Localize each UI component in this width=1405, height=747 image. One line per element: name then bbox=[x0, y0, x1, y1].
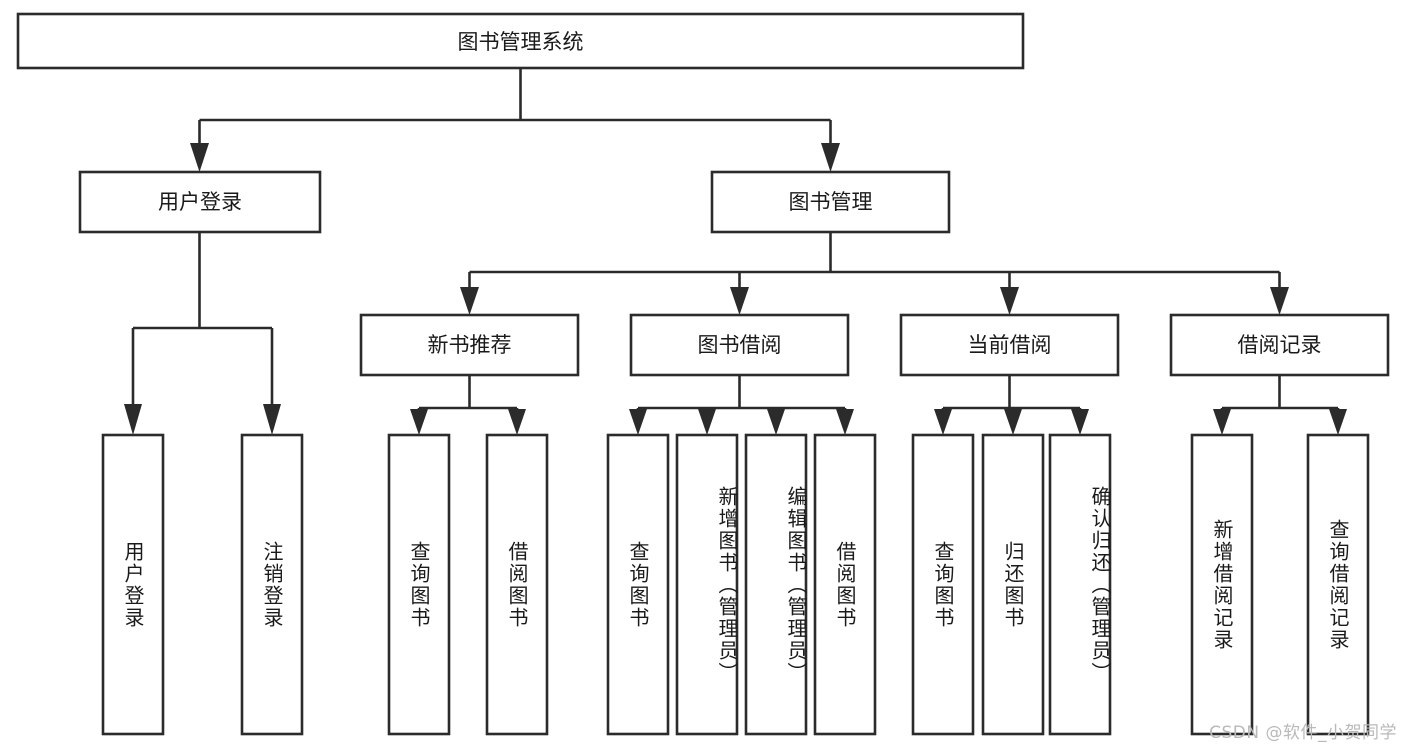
arrow-head-leaf-borrow-book bbox=[836, 409, 854, 435]
arrow-head-leaf-confirm-return-admin bbox=[1071, 409, 1089, 435]
node-root-box[interactable] bbox=[16, 12, 1025, 70]
arrow-head-leaf-user-login bbox=[124, 404, 142, 435]
csdn-watermark: CSDN @软件_小贺同学 bbox=[1209, 723, 1397, 743]
arrow-head-leaf-query-borrow-record bbox=[1329, 409, 1347, 435]
node-new-book-recommend-label: 新书推荐 bbox=[428, 333, 512, 357]
node-leaf-query-book-current-box[interactable] bbox=[911, 433, 975, 736]
arrow-head-leaf-logout bbox=[263, 404, 281, 435]
connector-group-new-book-recommend bbox=[410, 375, 526, 435]
arrow-head-leaf-query-book-new bbox=[410, 409, 428, 435]
node-borrow-record-label: 借阅记录 bbox=[1238, 333, 1322, 357]
arrow-head-leaf-query-book-current bbox=[934, 409, 952, 435]
arrow-head-leaf-borrow-book-new bbox=[508, 409, 526, 435]
node-user-login-label: 用户登录 bbox=[158, 190, 242, 214]
node-leaf-user-login-box[interactable] bbox=[101, 433, 165, 736]
node-leaf-edit-book-admin-box[interactable] bbox=[744, 433, 808, 736]
connector-group-book-borrow bbox=[629, 375, 854, 435]
node-book-manage-box[interactable] bbox=[710, 170, 951, 234]
node-new-book-recommend-box[interactable] bbox=[359, 313, 580, 377]
node-leaf-borrow-book-box[interactable] bbox=[813, 433, 877, 736]
node-borrow-record-box[interactable] bbox=[1169, 313, 1390, 377]
arrow-head-book-manage bbox=[821, 143, 840, 172]
arrow-head-new-book-recommend bbox=[460, 287, 479, 315]
arrow-head-borrow-record bbox=[1270, 287, 1289, 315]
node-book-manage-label: 图书管理 bbox=[789, 190, 873, 214]
node-leaf-confirm-return-admin-box[interactable] bbox=[1048, 433, 1112, 736]
node-book-borrow-label: 图书借阅 bbox=[698, 333, 782, 357]
arrow-head-leaf-add-borrow-record bbox=[1213, 409, 1231, 435]
node-current-borrow-label: 当前借阅 bbox=[968, 333, 1052, 357]
connector-group-book-manage bbox=[460, 232, 1289, 315]
node-leaf-borrow-book-new-box[interactable] bbox=[485, 433, 549, 736]
node-book-borrow-box[interactable] bbox=[629, 313, 850, 377]
connector-group-root bbox=[190, 68, 840, 172]
connector-group-current-borrow bbox=[934, 375, 1089, 435]
node-user-login-box[interactable] bbox=[78, 170, 322, 234]
node-leaf-return-book-box[interactable] bbox=[981, 433, 1045, 736]
node-leaf-add-book-admin-box[interactable] bbox=[675, 433, 739, 736]
node-leaf-logout-box[interactable] bbox=[240, 433, 304, 736]
node-root-label: 图书管理系统 bbox=[458, 30, 584, 54]
arrow-head-book-borrow bbox=[730, 287, 749, 315]
arrow-head-user-login bbox=[190, 143, 209, 172]
node-current-borrow-box[interactable] bbox=[899, 313, 1120, 377]
node-leaf-query-book-borrow-box[interactable] bbox=[606, 433, 670, 736]
arrow-head-current-borrow bbox=[1000, 287, 1019, 315]
arrow-head-leaf-add-book-admin bbox=[698, 409, 716, 435]
node-leaf-query-borrow-record-box[interactable] bbox=[1306, 433, 1370, 736]
arrow-head-leaf-query-book-borrow bbox=[629, 409, 647, 435]
arrow-head-leaf-return-book bbox=[1004, 409, 1022, 435]
connector-group-user-login bbox=[124, 232, 281, 435]
node-leaf-add-borrow-record-box[interactable] bbox=[1190, 433, 1254, 736]
node-leaf-query-book-new-box[interactable] bbox=[387, 433, 451, 736]
connector-group-borrow-record bbox=[1213, 375, 1347, 435]
arrow-head-leaf-edit-book-admin bbox=[767, 409, 785, 435]
